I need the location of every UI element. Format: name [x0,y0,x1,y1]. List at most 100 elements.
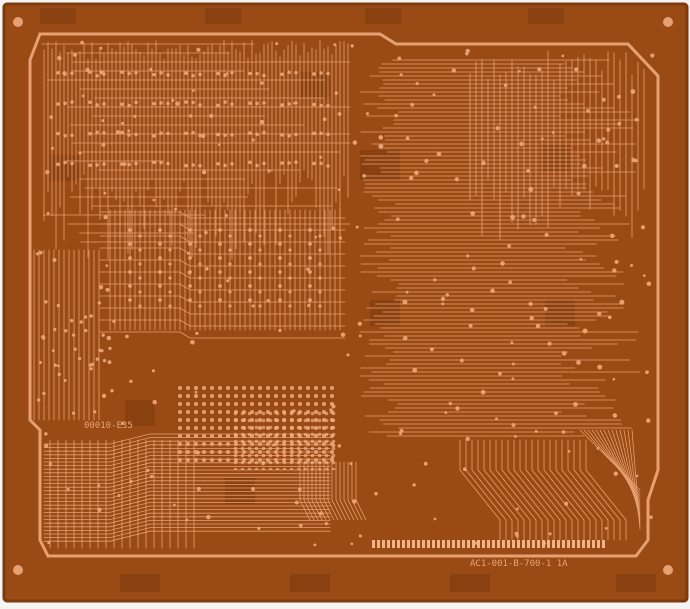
via-pad [259,119,265,125]
trace [471,439,513,541]
via-pad [318,248,322,252]
via-pad [630,89,636,94]
via-pad [168,248,172,252]
via-pad [128,256,132,260]
edge-pad [472,540,475,548]
via-pad [510,214,516,220]
via-pad [650,53,655,58]
trace [331,461,343,521]
via-pad [225,72,229,76]
via-pad [188,298,192,302]
via-pad [98,284,104,290]
via-pad [529,316,534,321]
via-pad [511,362,515,366]
edge-pad [517,540,520,548]
via-pad [56,303,61,308]
via-pad [88,131,92,136]
via-pad [326,132,330,137]
via-pad [409,175,414,181]
via-pad [138,248,142,252]
via-pad [262,130,266,135]
via-pad [138,290,142,294]
via-pad [120,421,125,426]
via-pad [251,304,255,308]
via-pad [174,207,178,211]
bga-footprint-inner [232,410,338,470]
via-pad [340,332,346,337]
via-pad [573,402,578,407]
via-pad [280,103,284,107]
via-pad [184,71,188,76]
via-pad [38,250,43,255]
via-pad [120,102,124,107]
via-pad [481,160,486,166]
via-pad [171,98,175,103]
via-pad [89,367,93,371]
via-pad [226,279,230,283]
via-pad [358,334,362,338]
via-pad [128,298,132,302]
via-pad [134,161,138,166]
via-pad [318,262,322,266]
via-pad [80,40,84,45]
via-pad [48,462,52,466]
via-pad [374,491,378,496]
trace [99,307,346,315]
via-pad [187,251,191,255]
via-pad [312,102,316,107]
via-pad [412,367,418,373]
via-pad [412,483,416,487]
edge-pad [527,540,530,548]
via-pad [152,72,156,77]
via-pad [45,170,50,175]
via-pad [466,254,470,258]
via-pad [138,276,142,280]
edge-pad [397,540,400,548]
edge-pad [417,540,420,548]
via-pad [228,276,232,280]
edge-pad [442,540,445,548]
via-pad [230,161,234,166]
via-pad [631,157,636,163]
via-pad [267,169,271,173]
via-pad [198,163,202,168]
via-pad [614,259,619,264]
via-pad [398,432,403,436]
via-pad [423,461,428,466]
via-pad [216,161,220,166]
via-pad [403,336,408,341]
trace [573,439,615,541]
via-pad [462,467,467,472]
via-pad [318,304,322,308]
edge-pad [382,540,385,548]
via-pad [415,82,419,86]
edge-pad [592,540,595,548]
via-pad [554,411,558,416]
edge-pad [392,540,395,548]
via-pad [120,130,124,135]
edge-pad [537,540,540,548]
via-pad [149,474,154,479]
via-pad [287,70,291,75]
via-pad [346,353,350,357]
via-pad [561,430,566,434]
copper-pads [35,40,655,547]
via-pad [350,542,354,546]
via-pad [218,256,222,260]
via-pad [596,138,602,143]
via-pad [540,137,544,141]
via-pad [319,131,323,136]
via-pad [97,507,102,512]
via-pad [191,163,195,167]
via-pad [532,217,536,222]
via-pad [191,73,195,78]
via-pad [308,298,312,302]
via-pad [612,413,618,418]
via-pad [630,264,634,268]
via-pad [297,487,302,492]
via-pad [95,357,100,361]
via-pad [97,301,102,305]
via-pad [218,298,222,302]
edge-pad [402,540,405,548]
